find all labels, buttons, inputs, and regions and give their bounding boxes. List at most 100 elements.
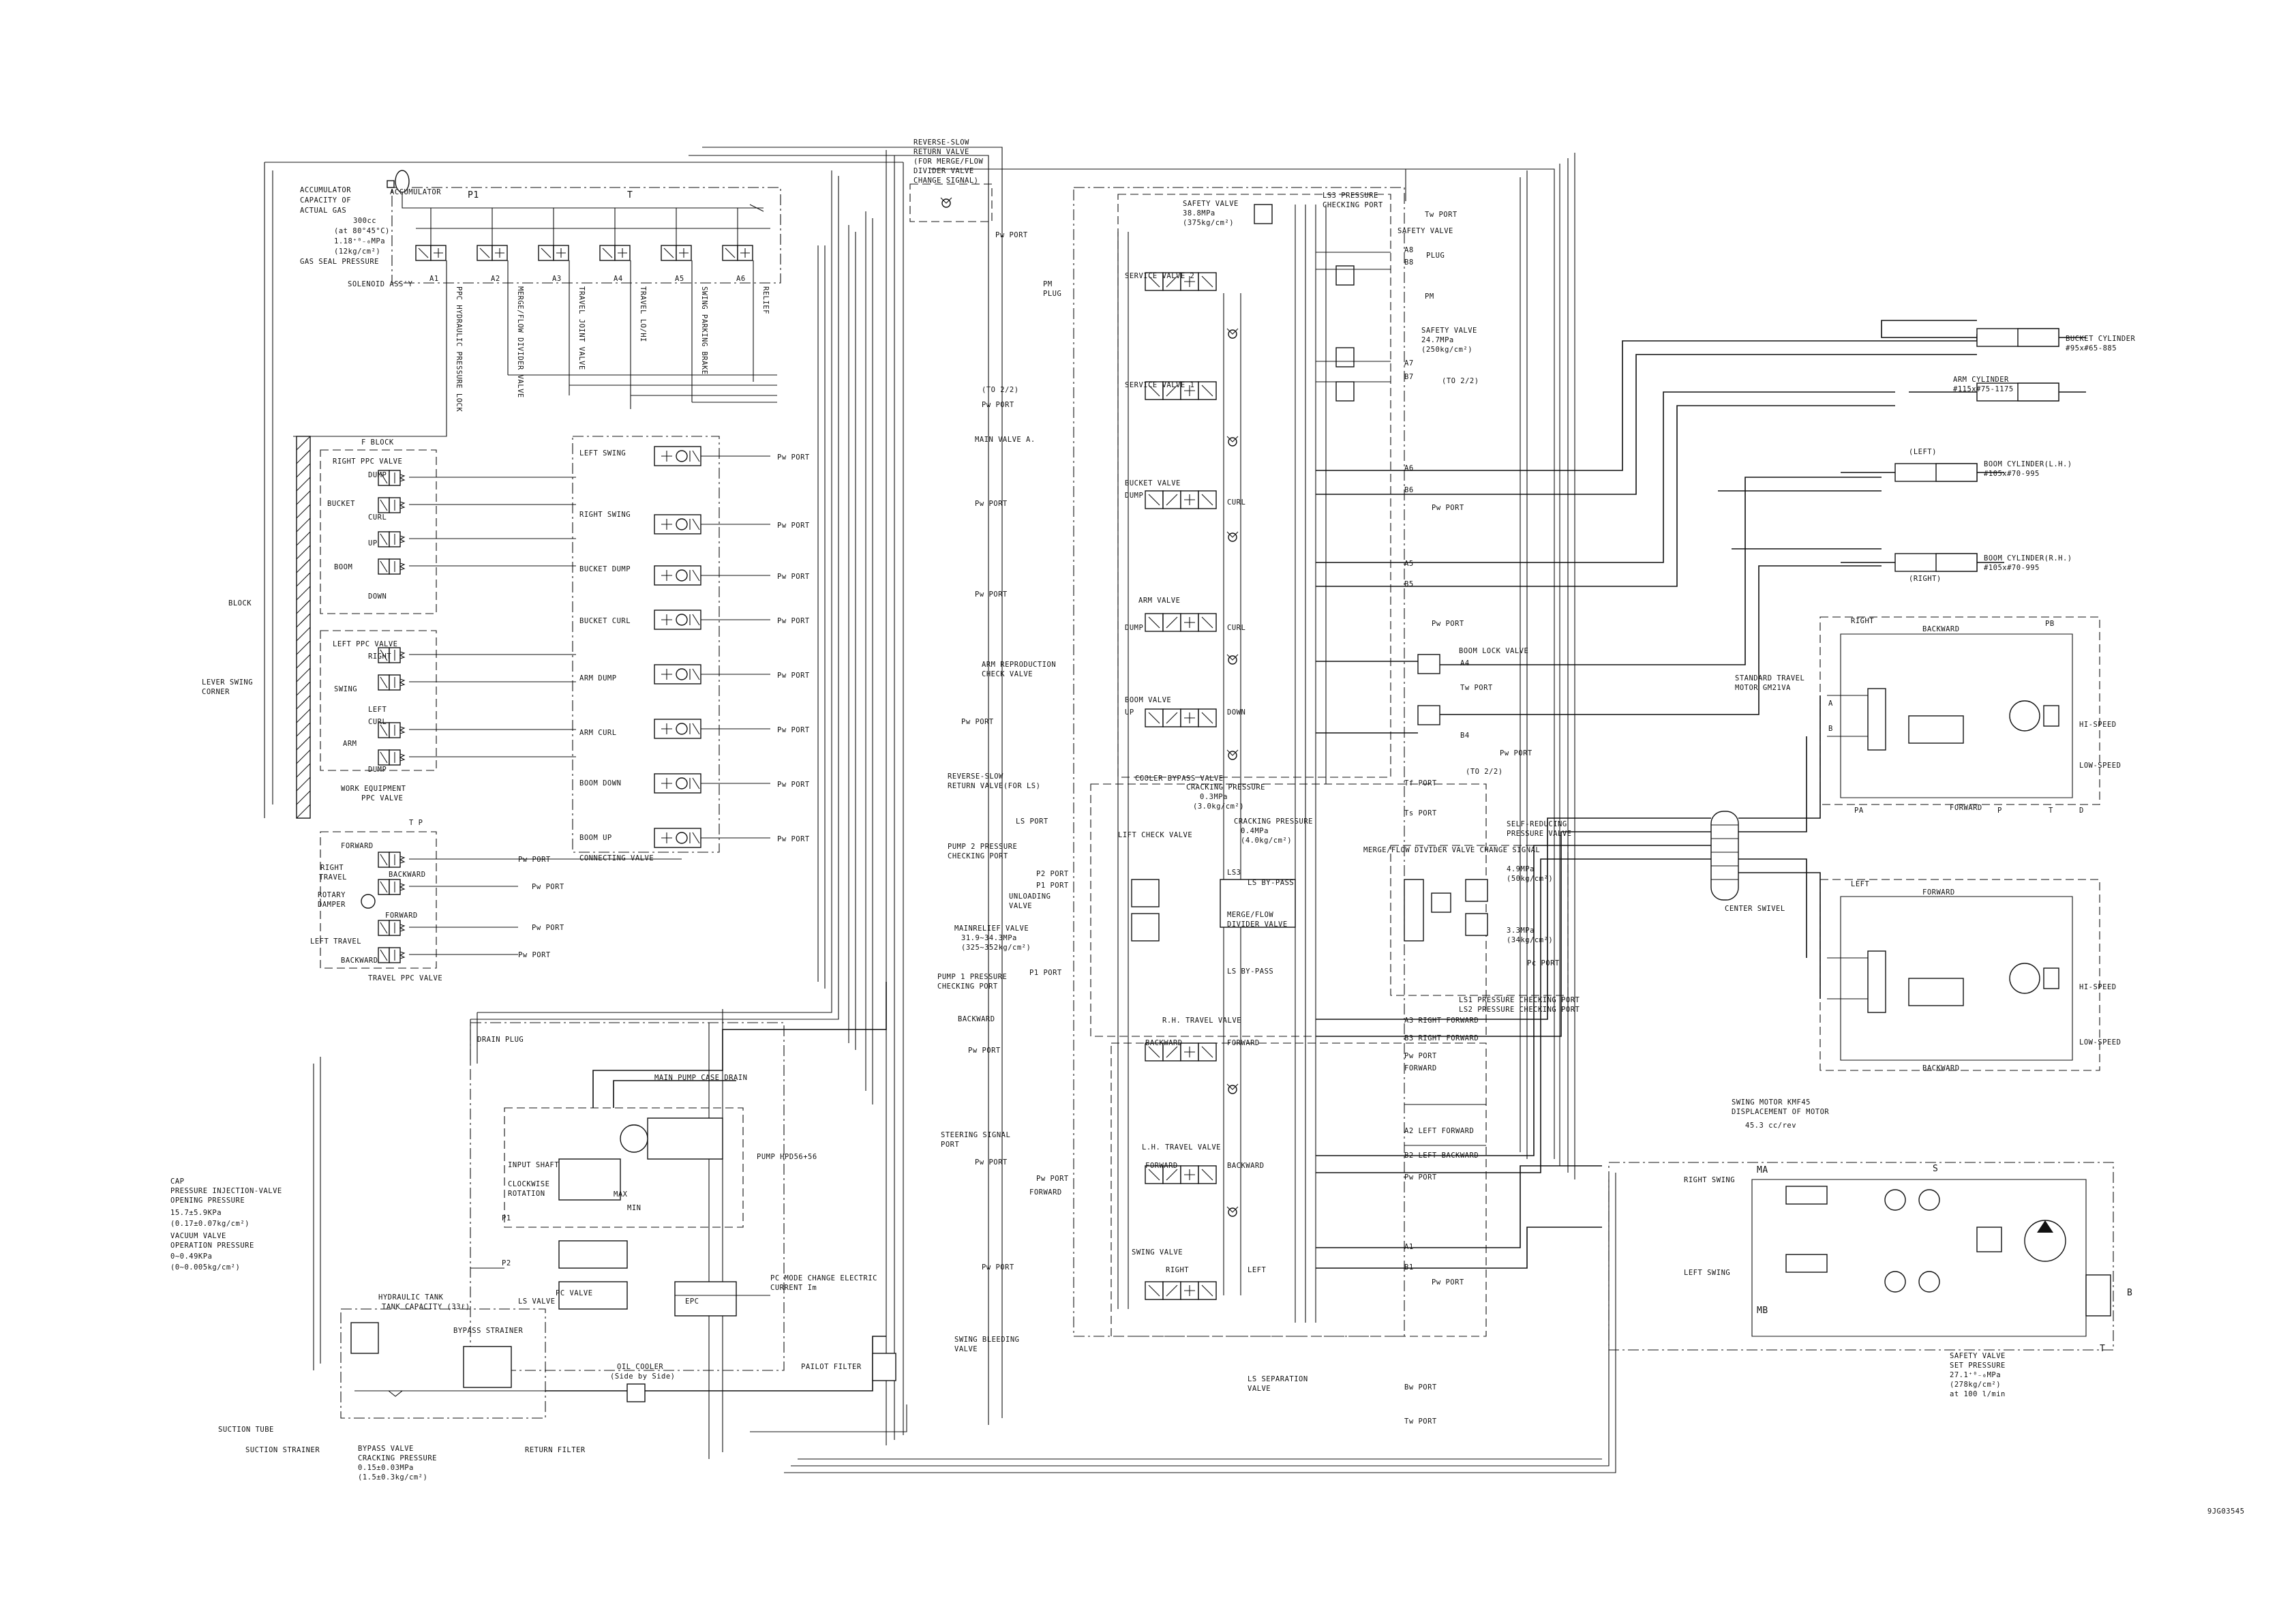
tm-title-2: MOTOR GM21VA (1735, 684, 1791, 692)
lift-check: LIFT CHECK VALVE (1118, 831, 1192, 839)
pw-port-b4: Pw PORT (1500, 749, 1532, 757)
cap-5: (0.17±0.07kg/cm²) (170, 1220, 250, 1228)
pw-port-2: Pw PORT (982, 401, 1014, 409)
tm-forward2: FORWARD (1922, 888, 1955, 897)
safety-valve-1b: 38.8MPa (1183, 209, 1215, 217)
connecting-title: CONNECTING VALVE (579, 854, 654, 862)
cap-9: (0~0.005kg/cm²) (170, 1263, 240, 1272)
merge-flow-1: MERGE/FLOW (1227, 911, 1273, 919)
solenoid-assembly: ACCUMULATOR ACCUMULATOR CAPACITY OF ACTU… (293, 170, 781, 437)
lh-forward-small: FORWARD (1145, 1162, 1178, 1170)
ts-port: Ts PORT (1404, 809, 1437, 817)
conn-bucket-dump: BUCKET DUMP (579, 565, 631, 573)
to22-left: (TO 2/2) (982, 386, 1019, 394)
bucket-curl: CURL (1227, 498, 1245, 507)
ls-separation-2: VALVE (1248, 1385, 1271, 1393)
accumulator-line2: CAPACITY OF (300, 196, 351, 205)
solenoid-fn-6: RELIEF (761, 286, 770, 314)
tm-left: LEFT (1851, 880, 1869, 888)
hydraulic-tank-label: HYDRAULIC TANK (378, 1293, 444, 1302)
tm-d: D (2079, 807, 2084, 815)
bw-port: Bw PORT (1404, 1383, 1437, 1392)
solenoid-port-a3: A3 (552, 275, 562, 283)
tm-pb: PB (2045, 620, 2055, 628)
sm-safety-1: SAFETY VALVE (1950, 1352, 2006, 1360)
pump-min: MIN (627, 1204, 641, 1212)
reverse-slow-top-5: CHANGE SIGNAL) (913, 177, 979, 185)
solenoid-fn-2: MERGE/FLOW DIVIDER VALVE (516, 286, 524, 398)
cooler-bypass-3: 0.3MPa (1200, 793, 1228, 801)
f-block: F BLOCK (361, 438, 394, 447)
swing-bleeding-2: VALVE (954, 1345, 978, 1353)
service-valve-1: SERVICE VALVE 1 (1125, 381, 1194, 389)
bucket-cylinder-spec: #95x#65-885 (2066, 344, 2117, 352)
self-reducing-2: PRESSURE VALVE (1507, 830, 1572, 838)
swing-motor: SWING MOTOR KMF45 DISPLACEMENT OF MOTOR … (1608, 1098, 2132, 1398)
pw-port-b6: Pw PORT (1432, 504, 1464, 512)
solenoid-fn-3: TRAVEL JOINT VALVE (577, 286, 586, 370)
solenoid-port-a2: A2 (491, 275, 500, 283)
swing-valve: SWING VALVE (1132, 1248, 1183, 1257)
boom-lh-spec: #105x#70-995 (1984, 470, 2040, 478)
cracking-04-2: 0.4MPa (1241, 827, 1269, 835)
safety-valve-2c: (250kg/cm²) (1421, 346, 1472, 354)
pw-port-b5: Pw PORT (1432, 620, 1464, 628)
port-b7: B7 (1404, 373, 1414, 381)
boom-rh-side: (RIGHT) (1909, 575, 1942, 583)
right-ppc-valve: RIGHT PPC VALVE (333, 457, 402, 466)
reverse-slow-top-1: REVERSE-SLOW (913, 138, 969, 147)
bucket-valve: BUCKET VALVE (1125, 479, 1181, 487)
boom-lock: BOOM LOCK VALVE (1459, 647, 1528, 655)
cracking-04-1: CRACKING PRESSURE (1234, 817, 1313, 826)
cap-7: OPERATION PRESSURE (170, 1242, 254, 1250)
pc-port: Pc PORT (1527, 959, 1560, 967)
pm-plug-2: PLUG (1043, 290, 1061, 298)
swing-right: RIGHT (1166, 1266, 1189, 1274)
accumulator-label: ACCUMULATOR (390, 188, 441, 196)
arm-valve: ARM VALVE (1138, 597, 1180, 605)
conn-arm-curl: ARM CURL (579, 729, 617, 737)
travel-motors: RIGHT BACKWARD PB STANDARD TRAVEL MOTOR … (1735, 616, 2121, 1072)
drain-plug: DRAIN PLUG (477, 1036, 524, 1044)
cap-3: OPENING PRESSURE (170, 1197, 245, 1205)
hydraulic-tank: CAP PRESSURE INJECTION-VALVE OPENING PRE… (170, 1177, 896, 1482)
arm-cylinder-label: ARM CYLINDER (1953, 376, 2009, 384)
solenoid-port-a1: A1 (429, 275, 439, 283)
cooler-bypass-4: (3.0kg/cm²) (1193, 802, 1244, 811)
ls3-checking-2: CHECKING PORT (1323, 201, 1383, 209)
mainrelief-1: MAINRELIEF VALVE (954, 924, 1029, 933)
ls-bypass-2: LS BY-PASS (1227, 967, 1273, 976)
bypass-valve-3: 0.15±0.03MPa (358, 1464, 414, 1472)
sm-ma: MA (1757, 1165, 1768, 1175)
ppc-boom: BOOM (334, 563, 352, 571)
conn-left-swing: LEFT SWING (579, 449, 626, 457)
input-shaft: INPUT SHAFT (508, 1161, 559, 1169)
sm-safety-4: (278kg/cm²) (1950, 1381, 2001, 1389)
pw-port-boom: Pw PORT (961, 718, 994, 726)
right-travel-1: RIGHT (320, 864, 344, 872)
solenoid-fn-5: SWING PARKING BRAKE (700, 286, 708, 375)
left-travel: LEFT TRAVEL (310, 937, 361, 946)
sm-title-3: 45.3 cc/rev (1745, 1122, 1796, 1130)
conn-pw-3: Pw PORT (777, 573, 810, 581)
reducing-33-2: (34kg/cm²) (1507, 936, 1553, 944)
pw-port-swing2: Pw PORT (1432, 1278, 1464, 1287)
pc-mode-2: CURRENT Im (770, 1284, 817, 1292)
ppc-swing: SWING (334, 685, 357, 693)
clockwise-1: CLOCKWISE (508, 1180, 549, 1188)
merge-flow-2: DIVIDER VALVE (1227, 920, 1288, 929)
tank-capacity: TANK CAPACITY (33ℓ) (382, 1303, 470, 1311)
block-label: BLOCK (228, 599, 252, 607)
solenoid-p1: P1 (468, 190, 479, 200)
port-a5: A5 (1404, 560, 1414, 568)
main-pump: DRAIN PLUG MAIN PUMP CASE DRAIN PUMP HPD… (470, 982, 887, 1371)
reverse-slow-ls-2: RETURN VALVE(FOR LS) (948, 782, 1040, 790)
port-b6: B6 (1404, 486, 1414, 494)
sm-mb: MB (1757, 1306, 1768, 1316)
mainrelief-2: 31.9~34.3MPa (961, 934, 1017, 942)
ppc-bucket: BUCKET (327, 500, 355, 508)
center-swivel: CENTER SWIVEL (1710, 695, 1821, 999)
safety-valve-2a: SAFETY VALVE (1421, 327, 1477, 335)
bypass-strainer: BYPASS STRAINER (453, 1327, 524, 1335)
travel-pw-4: Pw PORT (518, 951, 551, 959)
